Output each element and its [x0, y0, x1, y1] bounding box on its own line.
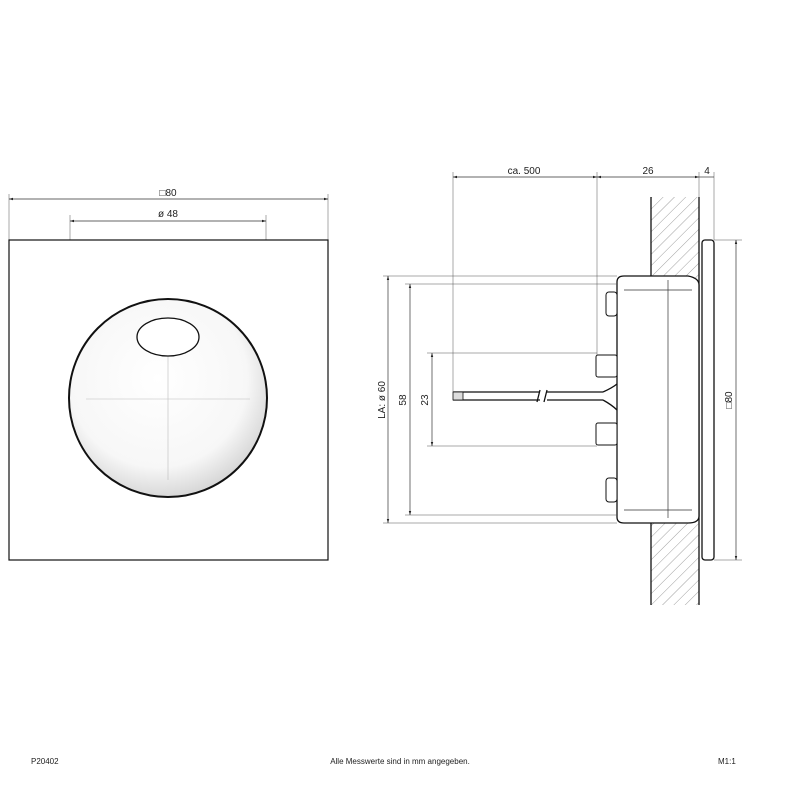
clip-mid-top	[595, 354, 618, 378]
cover-plate-side	[701, 239, 715, 561]
dimension-diameter-48: ø 48	[69, 209, 267, 240]
depth-label: 26	[642, 166, 654, 177]
side-view: ca. 500 26 4 LA: ø 60 58	[377, 166, 742, 605]
sensor-window	[136, 317, 200, 357]
front-view: □80 ø 48	[8, 188, 329, 561]
mounting-box	[616, 275, 700, 524]
dimension-depth: 26	[597, 166, 700, 197]
clip-bottom	[605, 477, 618, 503]
clip-top	[605, 291, 618, 317]
diameter-label: ø 48	[158, 209, 178, 220]
footer: P20402 Alle Messwerte sind in mm angegeb…	[31, 757, 736, 766]
scale-label: M1:1	[718, 757, 736, 766]
cover-plate-front	[8, 239, 329, 561]
drawing-code: P20402	[31, 757, 59, 766]
plate-thickness-label: 4	[704, 166, 710, 177]
cable-length-label: ca. 500	[508, 166, 541, 177]
height-23-label: 23	[420, 394, 431, 406]
dimension-plate-thickness: 4	[699, 166, 715, 240]
dimension-height-23: 23	[420, 352, 597, 447]
clip-mid-bottom	[595, 422, 618, 446]
plate-size-label: □80	[724, 391, 735, 409]
dimension-height-58: 58	[398, 283, 617, 516]
cutout-label: LA: ø 60	[377, 381, 388, 419]
height-58-label: 58	[398, 394, 409, 406]
units-note: Alle Messwerte sind in mm angegeben.	[330, 757, 470, 766]
wall-section-top	[651, 197, 699, 278]
dimension-plate-size: □80	[714, 239, 742, 561]
dimension-cutout-diameter: LA: ø 60	[377, 275, 617, 524]
width-label: □80	[159, 188, 177, 199]
dimension-width-80: □80	[8, 188, 329, 240]
wall-section-bottom	[651, 523, 699, 605]
cable	[452, 383, 618, 411]
dimension-cable-length: ca. 500	[452, 166, 598, 392]
